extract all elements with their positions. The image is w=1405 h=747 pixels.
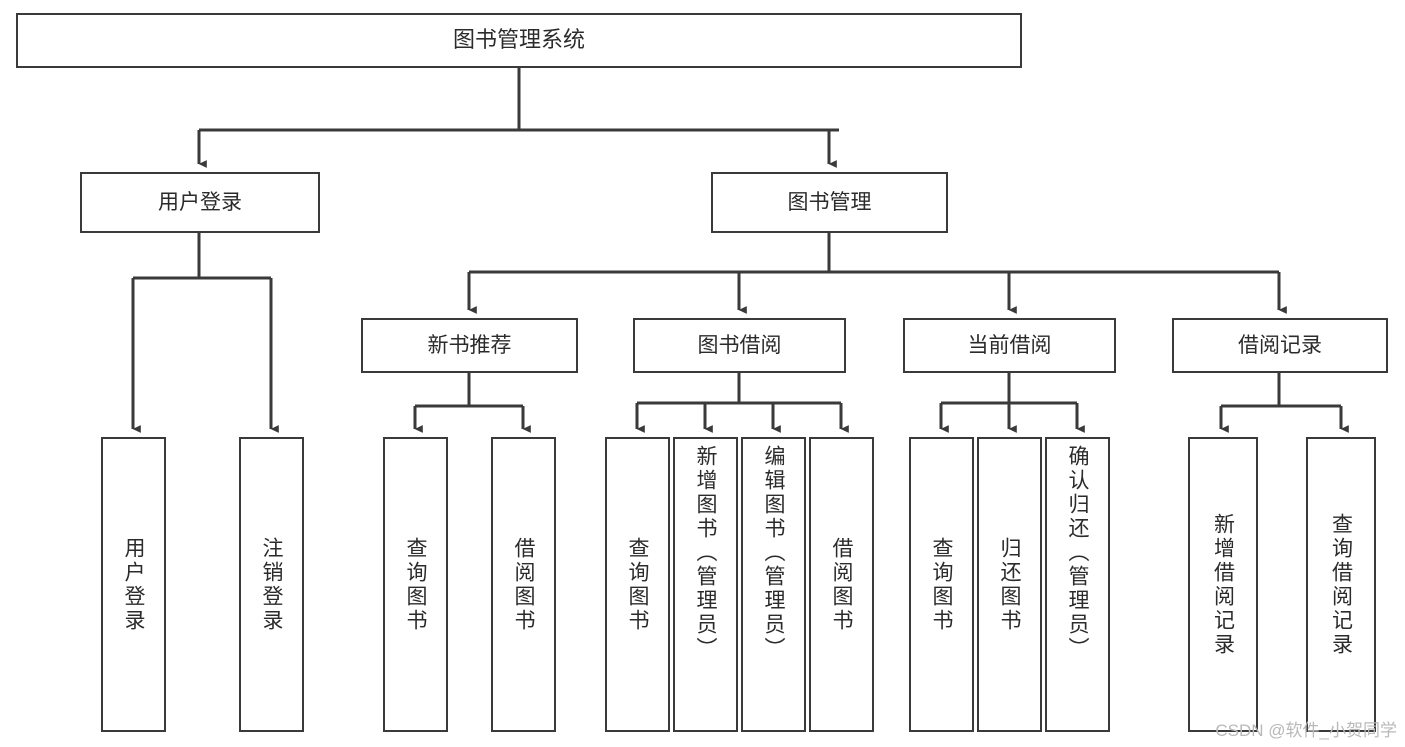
leaf-borrow-book[interactable]: 借阅图书	[809, 437, 874, 732]
node-label: 当前借阅	[967, 333, 1052, 357]
node-label: 用户登录	[158, 190, 242, 214]
node-label: 查询图书	[404, 536, 427, 633]
node-new-book-recommend[interactable]: 新书推荐	[361, 318, 578, 373]
leaf-query-book-borrow[interactable]: 查询图书	[605, 437, 670, 732]
leaf-logout[interactable]: 注销登录	[239, 437, 304, 732]
node-label: 图书管理	[787, 190, 872, 214]
node-label: 归还图书	[998, 536, 1021, 633]
node-label: 确认归还（管理员）	[1066, 445, 1089, 661]
node-label: 查询图书	[626, 536, 649, 633]
leaf-edit-book-admin[interactable]: 编辑图书（管理员）	[741, 437, 806, 732]
node-label: 借阅记录	[1238, 333, 1322, 357]
leaf-add-book-admin[interactable]: 新增图书（管理员）	[673, 437, 738, 732]
leaf-query-book-recommend[interactable]: 查询图书	[383, 437, 448, 732]
node-label: 图书借阅	[697, 333, 782, 357]
leaf-query-book-current[interactable]: 查询图书	[909, 437, 974, 732]
node-book-borrow[interactable]: 图书借阅	[633, 318, 846, 373]
leaf-user-login[interactable]: 用户登录	[101, 437, 166, 732]
node-book-management[interactable]: 图书管理	[711, 172, 948, 233]
leaf-add-borrow-record[interactable]: 新增借阅记录	[1188, 437, 1258, 732]
leaf-confirm-return-admin[interactable]: 确认归还（管理员）	[1045, 437, 1110, 732]
node-label: 借阅图书	[512, 536, 535, 633]
node-label: 用户登录	[122, 536, 145, 633]
node-label: 借阅图书	[830, 536, 853, 633]
leaf-return-book[interactable]: 归还图书	[977, 437, 1042, 732]
node-current-borrow[interactable]: 当前借阅	[903, 318, 1116, 373]
node-root-book-management-system[interactable]: 图书管理系统	[16, 13, 1022, 68]
node-label: 新增图书（管理员）	[694, 445, 717, 661]
leaf-borrow-book-recommend[interactable]: 借阅图书	[491, 437, 556, 732]
node-borrow-record[interactable]: 借阅记录	[1172, 318, 1388, 373]
node-label: 新书推荐	[427, 333, 512, 357]
node-label: 查询图书	[930, 536, 953, 633]
node-label: 图书管理系统	[452, 27, 585, 53]
node-label: 查询借阅记录	[1329, 512, 1353, 657]
node-label: 注销登录	[260, 536, 283, 633]
watermark: CSDN @软件_小贺同学	[1215, 721, 1397, 740]
node-user-login[interactable]: 用户登录	[80, 172, 320, 233]
node-label: 编辑图书（管理员）	[762, 445, 785, 661]
node-label: 新增借阅记录	[1211, 512, 1235, 657]
leaf-query-borrow-record[interactable]: 查询借阅记录	[1306, 437, 1376, 732]
